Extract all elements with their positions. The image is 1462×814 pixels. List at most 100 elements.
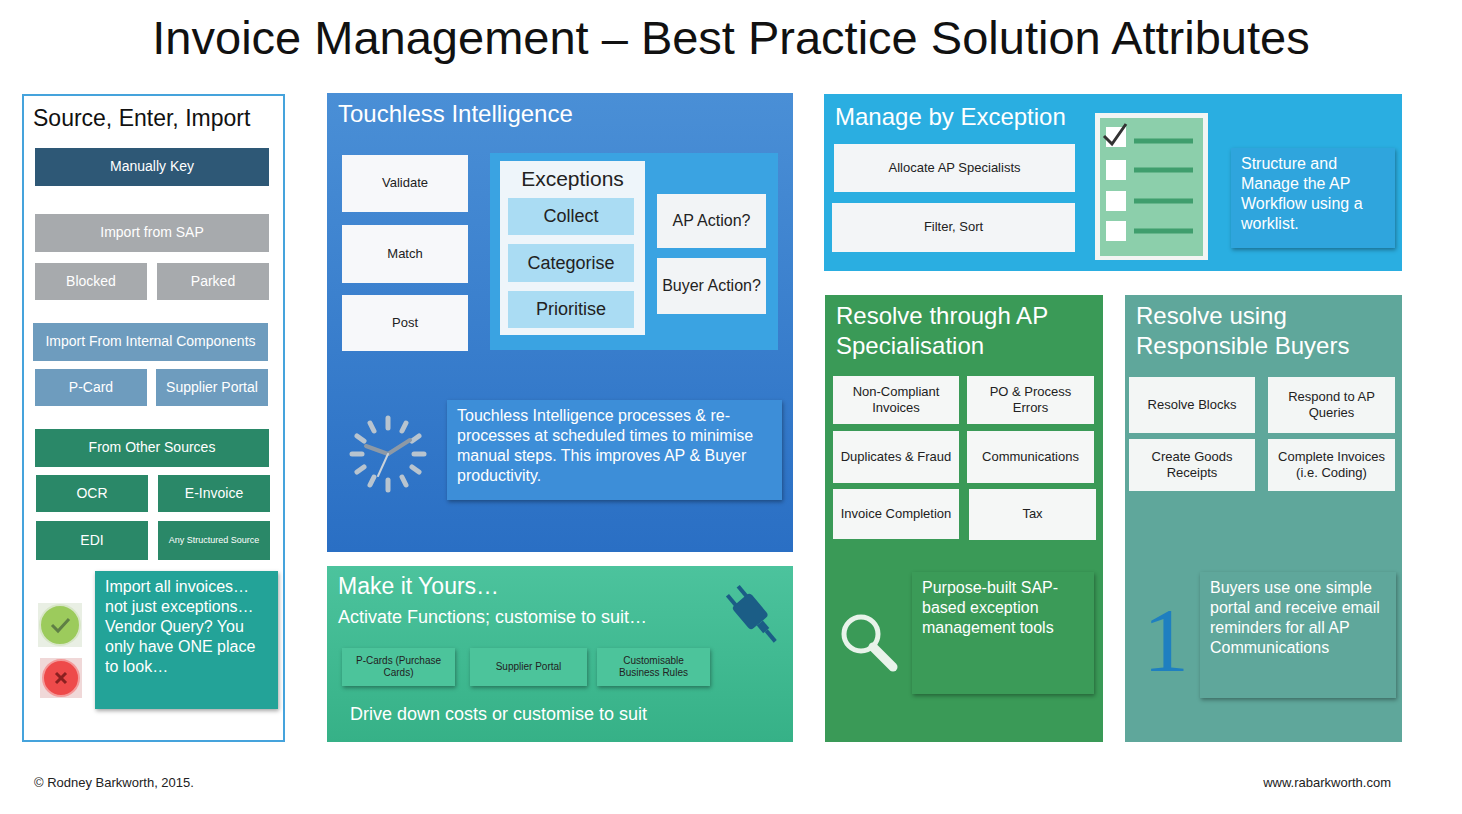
exceptions-area: ExceptionsCollectCategorisePrioritise AP … [490,153,778,350]
plug-icon [724,583,785,649]
node-text: Complete Invoices (i.e. Coding) [1273,449,1390,482]
source-box: Import from SAP [35,214,269,252]
task-box: Create Goods Receipts [1129,439,1255,491]
website-note: www.rabarkworth.com [1200,776,1391,790]
node-text: Touchless Intelligence [338,99,778,129]
process-box: Allocate AP Specialists [834,144,1075,192]
action-box: Buyer Action? [657,258,766,314]
node-text: Validate [382,175,428,191]
cross-icon [40,658,82,698]
node-text: Import from SAP [100,224,203,242]
callout-number: 1 [1143,590,1203,691]
callout-box: Touchless Intelligence processes & re-pr… [447,400,782,500]
node-text: Resolve Blocks [1148,397,1237,413]
function-box: P-Cards (Purchase Cards) [342,648,455,686]
exception-step: Prioritise [508,291,634,328]
function-box: Supplier Portal [470,648,587,686]
node-text: Any Structured Source [169,535,260,546]
issue-box: Invoice Completion [833,489,959,539]
node-text: Invoice Completion [841,506,952,522]
source-box: Manually Key [35,148,269,186]
source-box: Blocked [35,263,147,300]
make-yours-panel: Make it Yours… Activate Functions; custom… [327,566,793,742]
node-text: Blocked [66,273,116,291]
node-text: Filter, Sort [924,219,983,235]
node-text: Categorise [527,252,614,275]
node-text: Touchless Intelligence processes & re-pr… [457,406,772,486]
node-text: Make it Yours… [338,572,778,601]
node-text: Resolve through AP Specialisation [836,301,1091,361]
callout-box: Buyers use one simple portal and receive… [1200,572,1396,698]
source-box: Parked [157,263,269,300]
node-text: Supplier Portal [496,661,562,674]
issue-box: Tax [969,489,1096,540]
source-box: Import From Internal Components [33,323,268,361]
callout-box: Structure and Manage the AP Workflow usi… [1231,148,1395,248]
node-text: EDI [80,532,103,550]
node-text: Allocate AP Specialists [889,160,1021,176]
source-box: P-Card [35,369,147,406]
issue-box: Duplicates & Fraud [833,431,959,483]
node-text: Respond to AP Queries [1273,389,1390,422]
process-box: Post [342,295,468,351]
diagram-title: Invoice Management – Best Practice Solut… [0,10,1462,66]
node-text: E-Invoice [185,485,243,503]
node-text: Buyers use one simple portal and receive… [1210,578,1386,658]
issue-box: Non-Compliant Invoices [833,376,959,424]
clock-icon [352,418,424,490]
node-text: PO & Process Errors [972,384,1089,417]
exceptions-box: ExceptionsCollectCategorisePrioritise [500,161,645,335]
node-text: Parked [191,273,235,291]
source-box: Any Structured Source [158,521,270,560]
touchless-panel: Touchless IntelligenceValidateMatchPost E… [327,93,793,552]
task-box: Resolve Blocks [1129,377,1255,433]
exception-step: Categorise [508,244,634,282]
node-text: Post [392,315,418,331]
task-box: Complete Invoices (i.e. Coding) [1268,439,1395,491]
node-text: Structure and Manage the AP Workflow usi… [1241,154,1385,234]
function-box: Customisable Business Rules [597,648,710,686]
source-box: OCR [36,475,148,512]
source-box: Supplier Portal [156,369,268,406]
copyright-note: © Rodney Barkworth, 2015. [34,776,334,790]
ap-specialisation-panel: Resolve through AP SpecialisationNon-Com… [825,295,1103,742]
node-text: Customisable Business Rules [602,655,705,680]
node-text: Exceptions [500,166,645,192]
node-text: Collect [543,205,598,228]
exception-step: Collect [508,198,634,235]
node-text: AP Action? [673,211,751,231]
node-text: Import From Internal Components [45,333,255,351]
node-text: Buyer Action? [662,276,761,296]
magnifier-icon [844,617,893,667]
node-text: Import all invoices… not just exceptions… [105,577,268,677]
node-text: P-Card [69,379,113,397]
issue-box: PO & Process Errors [967,376,1094,424]
process-box: Match [342,225,468,283]
node-text: P-Cards (Purchase Cards) [347,655,450,680]
node-text: Activate Functions; customise to suit… [338,606,718,629]
issue-box: Communications [967,431,1094,483]
node-text: OCR [76,485,107,503]
source-box: E-Invoice [158,475,270,512]
node-text: Drive down costs or customise to suit [350,703,770,726]
node-text: Source, Enter, Import [33,104,278,133]
callout-box: Import all invoices… not just exceptions… [95,571,278,709]
node-text: Prioritise [536,298,606,321]
source-box: EDI [36,521,148,560]
checklist-icon [1095,113,1208,260]
source-box: From Other Sources [35,429,269,467]
callout-box: Purpose-built SAP-based exception manage… [912,572,1094,694]
task-box: Respond to AP Queries [1268,377,1395,433]
node-text: Manually Key [110,158,194,176]
check-icon [38,603,82,647]
action-box: AP Action? [657,194,766,248]
node-text: From Other Sources [89,439,216,457]
node-text: Duplicates & Fraud [841,449,952,465]
node-text: Purpose-built SAP-based exception manage… [922,578,1084,638]
node-text: Manage by Exception [835,102,1095,132]
process-box: Filter, Sort [832,203,1075,252]
process-box: Validate [342,155,468,212]
node-text: Non-Compliant Invoices [838,384,954,417]
node-text: Create Goods Receipts [1134,449,1250,482]
node-text: Tax [1022,506,1042,522]
